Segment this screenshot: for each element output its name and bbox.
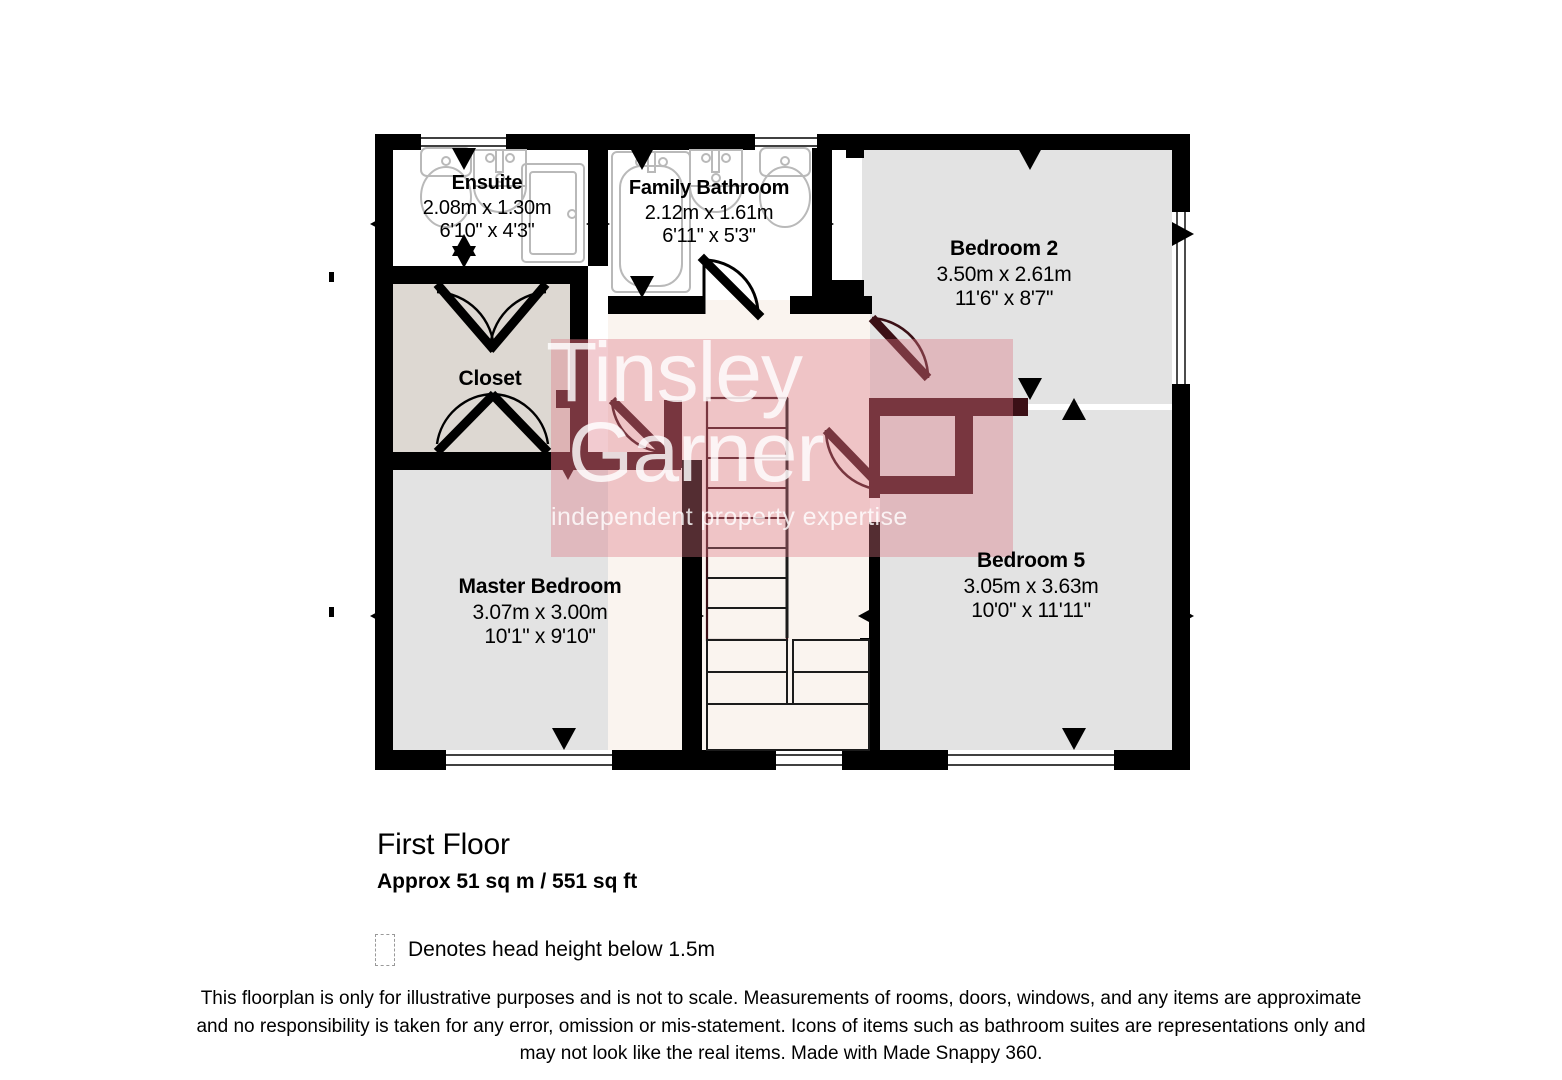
door-bedroom-2 <box>868 314 932 382</box>
wall-ensuite-right <box>588 148 608 266</box>
ensuite-fill <box>392 148 588 266</box>
tick-left-upper <box>329 272 334 282</box>
window-bedroom-5 <box>948 750 1114 770</box>
stair-tread-d <box>792 671 870 705</box>
wall-ensuite-bottom <box>392 266 588 284</box>
door-bedroom-5 <box>822 426 888 494</box>
windows <box>421 134 1190 770</box>
wall-bedroom2-left-b <box>832 280 864 298</box>
tinted-walls <box>551 340 1028 498</box>
closet-fill <box>392 282 588 460</box>
marker-bed2-bottom <box>1018 378 1042 400</box>
wall-bedroom2-left-a <box>846 134 864 158</box>
tint-wall-c <box>556 390 588 408</box>
tint-wall-f <box>860 398 1012 416</box>
legend-label: Denotes head height below 1.5m <box>408 938 716 961</box>
wall-bathroom-bottom-2 <box>790 296 872 314</box>
sink-family <box>689 149 743 213</box>
disclaimer: This floorplan is only for illustrative … <box>0 985 1562 1068</box>
marker-ensuite-top <box>452 148 476 170</box>
disclaimer-line-2: and no responsibility is taken for any e… <box>196 1015 1366 1037</box>
floor-area: Approx 51 sq m / 551 sq ft <box>377 870 638 893</box>
tint-wall-a <box>570 340 588 390</box>
door-master-bedroom <box>608 396 668 456</box>
door-closet-ll <box>433 390 498 456</box>
tint-wall-d <box>551 452 681 470</box>
tint-wall-g <box>955 416 973 494</box>
marker-bath-top <box>630 148 654 170</box>
edge-ticks <box>329 272 334 617</box>
toilet-ensuite <box>420 147 472 228</box>
bedroom-2-fill <box>862 148 1172 404</box>
door-closet-ur <box>486 281 550 353</box>
stair-tread-b <box>706 671 788 705</box>
marker-bed5-bottom <box>1062 728 1086 750</box>
marker-closet-bottom <box>556 458 580 480</box>
family-bathroom-fill <box>608 148 812 296</box>
marker-bed5-top <box>1062 398 1086 420</box>
wall-bathroom-bottom <box>608 296 704 314</box>
sink-ensuite <box>473 149 527 213</box>
marker-ensuite-left <box>370 212 392 236</box>
marker-bath-right <box>812 212 834 236</box>
marker-bath-left <box>586 212 608 236</box>
marker-master-left <box>370 604 392 628</box>
stair-tread-c <box>792 639 870 673</box>
tint-wall-j <box>1012 398 1028 416</box>
room-fills <box>392 148 1172 750</box>
doors <box>433 253 932 494</box>
stair-landing-bottom <box>706 703 870 751</box>
door-closet-lr <box>488 390 552 456</box>
disclaimer-line-3: may not look like the real items. Made w… <box>519 1043 1043 1065</box>
marker-bed2-right <box>1172 222 1194 246</box>
marker-ensuite-bot2 <box>452 246 476 268</box>
wall-closet-bottom <box>392 452 588 470</box>
tint-wall-e <box>664 400 682 468</box>
tint-wall-h <box>860 476 972 494</box>
marker-bed5-right <box>1172 604 1194 628</box>
marker-bed5-left <box>858 604 880 628</box>
bedroom-5-fill <box>880 410 1172 750</box>
marker-bed2-top <box>1018 148 1042 170</box>
marker-master-bottom <box>552 728 576 750</box>
door-closet-ul <box>433 281 498 353</box>
wall-master-right <box>682 460 702 752</box>
marker-bath-bottom <box>630 276 654 298</box>
toilet-family <box>759 147 811 228</box>
disclaimer-line-1: This floorplan is only for illustrative … <box>200 988 1362 1009</box>
window-landing <box>776 750 842 770</box>
marker-master-right <box>682 604 704 628</box>
legend: Denotes head height below 1.5m <box>375 934 715 966</box>
head-height-swatch-icon <box>375 934 395 966</box>
window-master-bedroom <box>446 750 612 770</box>
floor-title: First Floor <box>377 828 510 861</box>
shower-ensuite <box>521 163 585 263</box>
tick-left-lower <box>329 607 334 617</box>
stair-tread-a <box>706 639 788 673</box>
direction-markers <box>370 148 1194 750</box>
